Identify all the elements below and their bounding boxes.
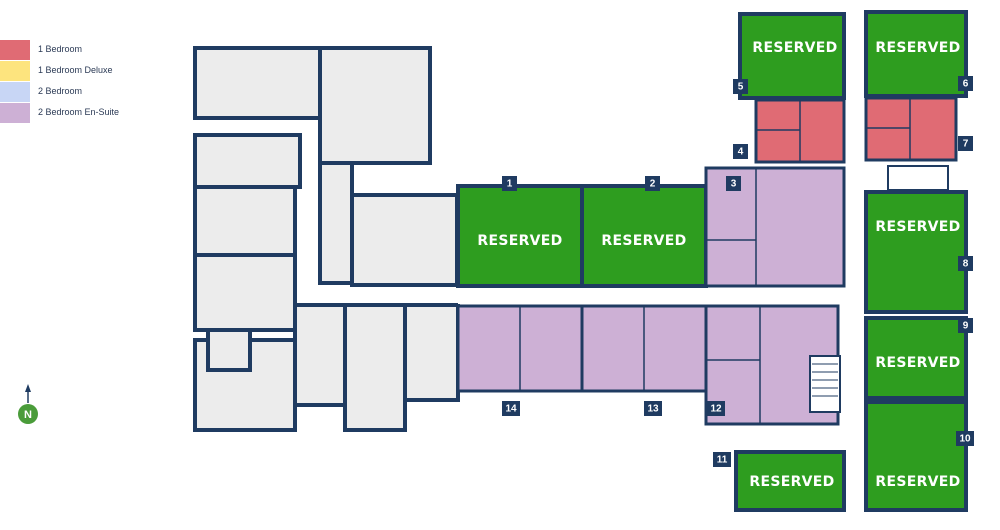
unit-number-badge-14: 14 [502, 401, 520, 416]
legend-label: 1 Bedroom [38, 44, 83, 54]
sitting-room [343, 303, 407, 432]
unit-number-badge-8: 8 [958, 256, 973, 271]
stair-core [809, 355, 841, 413]
unit-number: 5 [738, 82, 744, 93]
stair-room [193, 133, 302, 189]
legend-item-2-bedroom-en-suite[interactable]: 2 Bedroom En-Suite [0, 103, 200, 123]
legend-swatch [0, 103, 30, 123]
reserved-label: RESERVED [601, 233, 686, 249]
salon-room [193, 185, 297, 257]
main-corridor [458, 286, 843, 304]
unit-number: 14 [505, 404, 517, 415]
unit-number-badge-10: 10 [956, 431, 974, 446]
office-room [193, 253, 297, 332]
reserved-label: RESERVED [875, 474, 960, 490]
unit-number: 6 [963, 79, 969, 90]
small-room [206, 328, 252, 372]
unit-number: 9 [963, 321, 969, 332]
unit-11-reserved[interactable] [734, 450, 846, 512]
unit-number: 13 [647, 404, 659, 415]
unit-10-reserved[interactable] [864, 400, 968, 512]
legend-item-1-bedroom[interactable]: 1 Bedroom [0, 40, 200, 60]
unit-number: 1 [507, 179, 513, 190]
unit-number-badge-7: 7 [958, 136, 973, 151]
unit-number: 10 [959, 434, 971, 445]
common-room-nw [193, 46, 322, 120]
stair-core-east [887, 165, 949, 191]
legend-swatch [0, 82, 30, 102]
unit-number-badge-3: 3 [726, 176, 741, 191]
legend-label: 2 Bedroom [38, 86, 83, 96]
east-corridor [848, 10, 860, 525]
legend-swatch [0, 40, 30, 60]
unit-number: 4 [738, 147, 744, 158]
reserved-label: RESERVED [875, 40, 960, 56]
unit-number: 3 [731, 179, 737, 190]
unit-5-reserved[interactable] [738, 12, 846, 100]
compass-label: N [24, 409, 32, 421]
unit-9-reserved[interactable] [864, 316, 968, 400]
unit-7-one-bedroom[interactable] [864, 96, 958, 162]
dining-room [318, 46, 432, 165]
unit-number-badge-11: 11 [713, 452, 731, 467]
unit-number-badge-12: 12 [707, 401, 725, 416]
unit-number-badge-1: 1 [502, 176, 517, 191]
unit-number: 7 [963, 139, 969, 150]
legend-item-1-bedroom-deluxe[interactable]: 1 Bedroom Deluxe [0, 61, 200, 81]
reserved-label: RESERVED [477, 233, 562, 249]
compass-north-icon: N [18, 384, 38, 424]
unit-number-badge-13: 13 [644, 401, 662, 416]
lounge-room [350, 193, 459, 287]
legend: 1 Bedroom 1 Bedroom Deluxe 2 Bedroom 2 B… [0, 40, 200, 124]
corridor-room [403, 303, 460, 402]
unit-number: 8 [963, 259, 969, 270]
legend-label: 1 Bedroom Deluxe [38, 65, 113, 75]
unit-number: 2 [650, 179, 656, 190]
reserved-label: RESERVED [875, 219, 960, 235]
utility-room [318, 161, 354, 285]
unit-number-badge-2: 2 [645, 176, 660, 191]
reserved-label: RESERVED [749, 474, 834, 490]
legend-swatch [0, 61, 30, 81]
reserved-label: RESERVED [752, 40, 837, 56]
unit-number: 12 [710, 404, 722, 415]
unit-8-reserved[interactable] [864, 190, 968, 314]
unit-number-badge-9: 9 [958, 318, 973, 333]
unit-number-badge-6: 6 [958, 76, 973, 91]
unit-6-reserved[interactable] [864, 10, 968, 98]
unit-number-badge-5: 5 [733, 79, 748, 94]
unit-number: 11 [717, 455, 728, 466]
legend-item-2-bedroom[interactable]: 2 Bedroom [0, 82, 200, 102]
unit-number-badge-4: 4 [733, 144, 748, 159]
reserved-label: RESERVED [875, 355, 960, 371]
legend-label: 2 Bedroom En-Suite [38, 107, 120, 117]
